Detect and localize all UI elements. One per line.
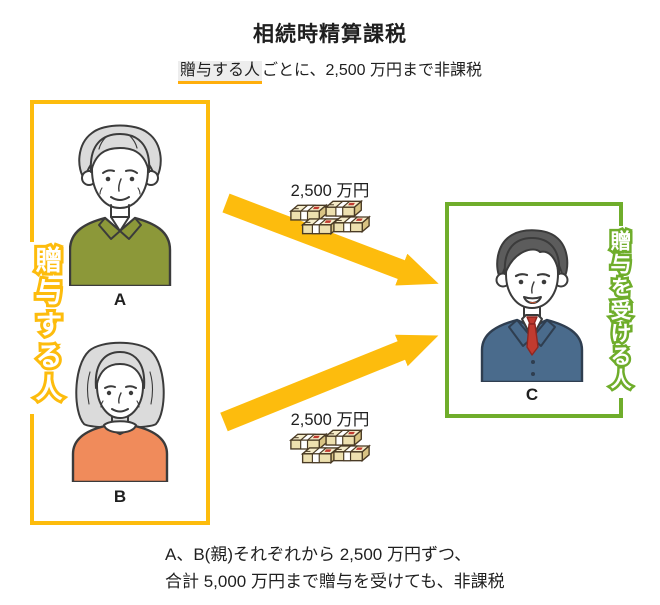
donor-box-label: 贈与する人 贈与する人 [25,242,69,414]
donor-box-label-outline: 贈与する人 [29,243,65,409]
caption-line-2: 合計 5,000 万円まで贈与を受けても、非課税 [165,572,505,591]
man-in-suit-icon [480,229,584,382]
caption-line-1: A、B(親)それぞれから 2,500 万円ずつ、 [165,545,472,564]
subtitle-highlight: 贈与する人 [177,61,262,84]
person-a-label: A [113,290,127,309]
elderly-man-icon [68,124,172,286]
person-c-label: C [525,385,539,404]
recipient-box-label: 贈与を受ける人 贈与を受ける人 [597,226,641,398]
recipient-box-label-outline: 贈与を受ける人 [606,228,634,394]
caption: A、B(親)それぞれから 2,500 万円ずつ、 合計 5,000 万円まで贈与… [165,541,505,595]
page-title: 相続時精算課税 [253,23,407,46]
person-b-illustration [71,341,169,482]
person-b-label: B [113,487,127,506]
subtitle-rest: ごとに、2,500 万円まで非課税 [262,62,483,79]
person-c-illustration [480,229,584,382]
elderly-woman-icon [71,341,169,482]
recipient-box-label-text: 贈与を受ける人 [608,230,631,391]
subtitle: 贈与する人ごとに、2,500 万円まで非課税 [0,56,660,84]
donor-box-label-text: 贈与する人 [31,246,62,406]
money-stack-icon [286,426,374,466]
money-stack-icon [286,197,374,237]
person-a-illustration [68,124,172,286]
